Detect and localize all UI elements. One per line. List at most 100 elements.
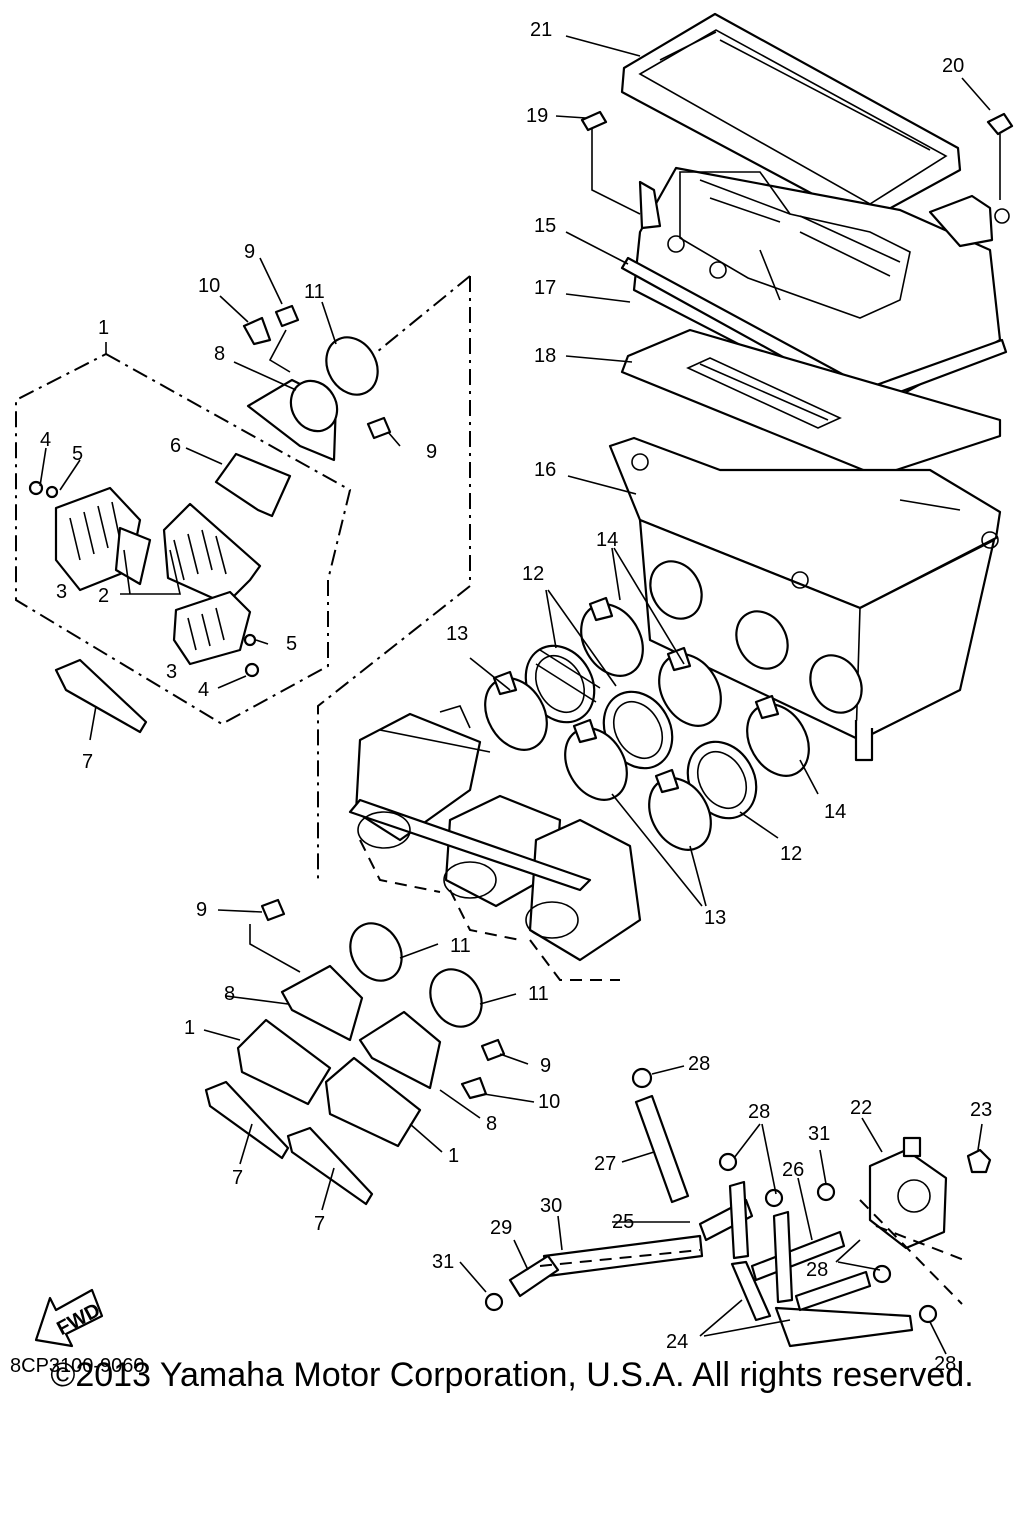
callout-6: 6 xyxy=(170,435,181,457)
callout-9-a: 9 xyxy=(244,241,255,263)
upper-manifold xyxy=(242,304,392,462)
callout-5-a: 5 xyxy=(72,443,83,465)
air-box-ports xyxy=(649,560,863,714)
callout-28-c: 28 xyxy=(806,1259,828,1281)
air-box-lid-21 xyxy=(620,12,962,224)
plate-10-upper xyxy=(242,316,272,346)
hose-24-b xyxy=(774,1306,914,1348)
air-box-case-15 xyxy=(632,166,1010,414)
callout-28-a: 28 xyxy=(688,1053,710,1075)
callout-29: 29 xyxy=(490,1217,512,1239)
callout-8-a: 8 xyxy=(214,343,225,365)
callout-9-d: 9 xyxy=(540,1055,551,1077)
clamp-28-d xyxy=(872,1264,892,1284)
carb-intake-joints xyxy=(484,560,863,851)
carb-group-outline xyxy=(317,275,471,884)
clamp-14-c xyxy=(746,694,810,777)
callout-8-c: 8 xyxy=(486,1113,497,1135)
callout-1-b: 1 xyxy=(184,1017,195,1039)
clamp-28-e xyxy=(918,1304,938,1324)
screw-4-upper xyxy=(28,480,44,496)
callout-26: 26 xyxy=(782,1159,804,1181)
clamp-28-c xyxy=(764,1188,784,1208)
plate-10-lower xyxy=(460,1076,488,1100)
callout-25: 25 xyxy=(612,1211,634,1233)
clamp-11-lower-a xyxy=(349,922,403,982)
callout-20: 20 xyxy=(942,55,964,77)
bolt-9-lower-a xyxy=(260,898,286,922)
bolt-20 xyxy=(986,112,1014,200)
reed-valve-body xyxy=(162,502,262,606)
manifold-8-lower-b xyxy=(358,1010,442,1090)
callout-21: 21 xyxy=(530,19,552,41)
bolt-9-upper-b xyxy=(366,416,392,440)
callout-13-a: 13 xyxy=(446,623,468,645)
lower-manifold-group xyxy=(204,898,506,1206)
callout-7-b: 7 xyxy=(232,1167,243,1189)
hose-29 xyxy=(508,1254,560,1298)
carburetor-bank xyxy=(348,705,642,981)
callout-4-b: 4 xyxy=(198,679,209,701)
fwd-arrow-icon: FWD xyxy=(34,1288,104,1348)
callout-7-c: 7 xyxy=(314,1213,325,1235)
callout-3-a: 3 xyxy=(56,581,67,603)
callout-27: 27 xyxy=(594,1153,616,1175)
hose-28-vertical xyxy=(728,1180,750,1260)
nut-23 xyxy=(966,1148,992,1174)
gasket-7-lower-a xyxy=(204,1080,290,1160)
copyright-notice: ©2013 Yamaha Motor Corporation, U.S.A. A… xyxy=(50,1356,974,1394)
callout-24: 24 xyxy=(666,1331,688,1353)
clamp-31-a xyxy=(484,1292,504,1312)
callout-11-c: 11 xyxy=(528,983,549,1005)
drawing-code: 8CP3100-9060 xyxy=(10,1355,145,1377)
gasket-7 xyxy=(54,658,148,734)
callout-9-b: 9 xyxy=(426,441,437,463)
fuel-pump-assembly xyxy=(484,1067,992,1348)
washer-5-lower xyxy=(243,633,257,647)
callout-15: 15 xyxy=(534,215,556,237)
callout-9-c: 9 xyxy=(196,899,207,921)
callout-30: 30 xyxy=(540,1195,562,1217)
reed-group-outline xyxy=(15,352,352,726)
hose-28-segment xyxy=(794,1270,872,1312)
callout-17: 17 xyxy=(534,277,556,299)
hose-27 xyxy=(634,1094,690,1204)
bolt-9-lower-b xyxy=(480,1038,506,1062)
callout-14-a: 14 xyxy=(596,529,618,551)
callout-2: 2 xyxy=(98,585,109,607)
callout-14-b: 14 xyxy=(824,801,846,823)
air-box-lower-case-16 xyxy=(608,436,1002,762)
reed-cover-6 xyxy=(214,452,292,518)
callout-10-b: 10 xyxy=(538,1091,560,1113)
callout-1-c: 1 xyxy=(448,1145,459,1167)
reed-valve-group xyxy=(28,452,292,734)
washer-5-upper xyxy=(45,485,59,499)
callout-16: 16 xyxy=(534,459,556,481)
callout-11-b: 11 xyxy=(450,935,471,957)
callout-8-b: 8 xyxy=(224,983,235,1005)
callout-28-d: 28 xyxy=(934,1353,956,1375)
air-box-assembly xyxy=(580,12,1014,762)
callout-3-b: 3 xyxy=(166,661,177,683)
bolt-9-upper-a xyxy=(274,304,300,328)
clamp-28-a xyxy=(631,1067,653,1089)
callout-13-b: 13 xyxy=(704,907,726,929)
callout-23: 23 xyxy=(970,1099,992,1121)
hose-30-fuel-line xyxy=(542,1234,704,1278)
clamp-14-b xyxy=(658,646,722,727)
clamp-11-upper xyxy=(325,336,379,396)
clamp-28-b xyxy=(718,1152,738,1172)
clamp-13-a xyxy=(484,670,548,751)
callout-31-a: 31 xyxy=(808,1123,830,1145)
hose-26 xyxy=(750,1230,846,1282)
callout-19: 19 xyxy=(526,105,548,127)
callout-5-b: 5 xyxy=(286,633,297,655)
callout-22: 22 xyxy=(850,1097,872,1119)
manifold-8-lower-a xyxy=(280,964,364,1042)
clamp-13-c xyxy=(648,768,712,851)
reed-valve-1-lower-b xyxy=(324,1056,422,1148)
callout-12-b: 12 xyxy=(780,843,802,865)
hose-28-vertical-b xyxy=(772,1210,794,1304)
clamp-11-lower-b xyxy=(429,968,483,1028)
